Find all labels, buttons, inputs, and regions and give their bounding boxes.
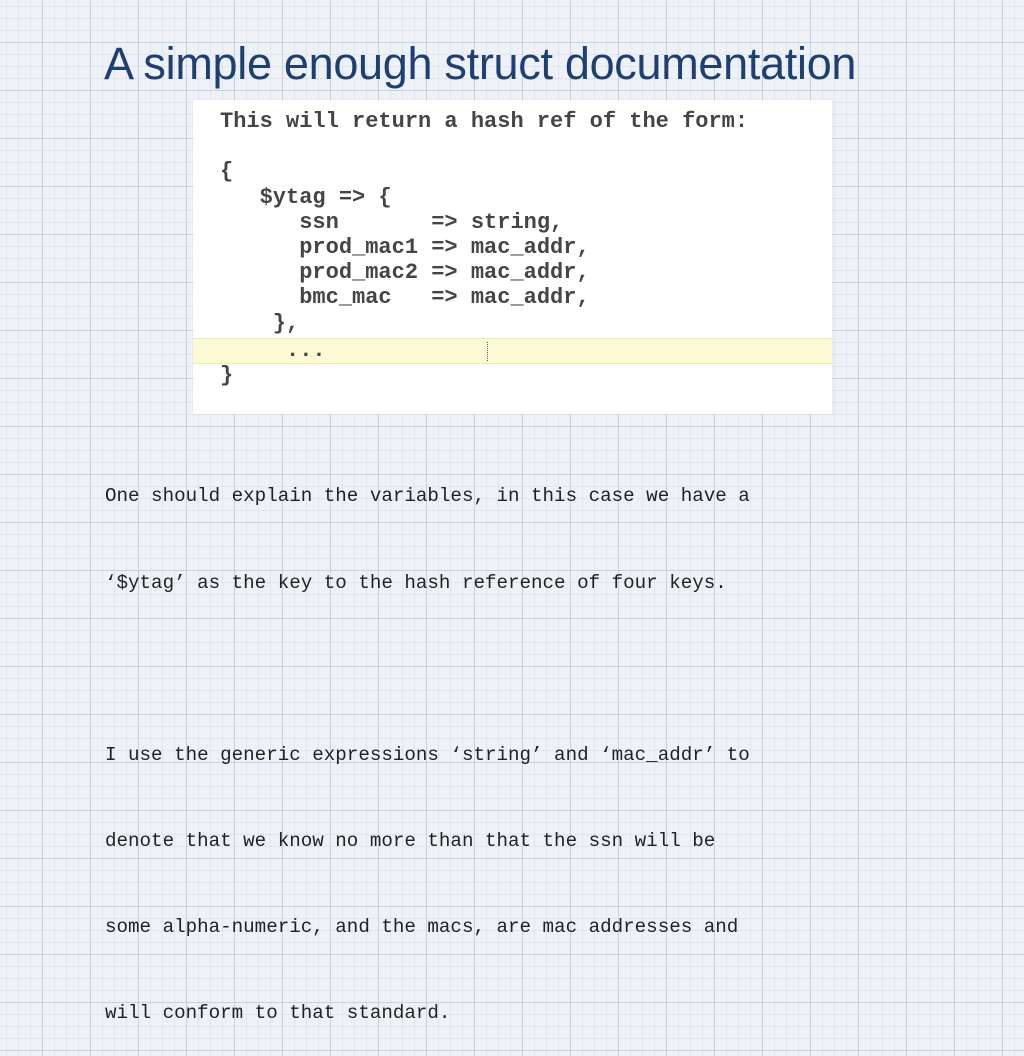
code-line-text: ssn => string, <box>220 210 564 235</box>
code-line-text: prod_mac2 => mac_addr, <box>220 260 590 285</box>
code-line-text: { <box>220 159 234 184</box>
code-line <box>193 135 832 161</box>
code-line-text: bmc_mac => mac_addr, <box>220 285 590 310</box>
body-line: I use the generic expressions ‘string’ a… <box>105 743 750 766</box>
code-line: bmc_mac => mac_addr, <box>193 285 832 311</box>
code-line: { <box>193 159 832 185</box>
code-line-text: ... <box>220 338 326 363</box>
code-line: } <box>193 363 832 389</box>
body-line: some alpha-numeric, and the macs, are ma… <box>105 915 739 938</box>
body-blank-line <box>105 655 925 684</box>
code-line-text: $ytag => { <box>220 185 392 210</box>
code-line-text: }, <box>220 311 300 336</box>
body-line: One should explain the variables, in thi… <box>105 485 750 508</box>
code-screenshot: This will return a hash ref of the form:… <box>193 100 832 414</box>
code-line-highlighted: ... <box>193 338 832 364</box>
code-line-text: prod_mac1 => mac_addr, <box>220 235 590 260</box>
code-line-text: } <box>220 363 234 388</box>
code-line-text: This will return a hash ref of the form: <box>220 109 749 134</box>
slide-title: A simple enough struct documentation <box>104 38 857 89</box>
slide-body-text: One should explain the variables, in thi… <box>105 425 925 1056</box>
body-line: ‘$ytag’ as the key to the hash reference… <box>105 571 727 594</box>
code-line: This will return a hash ref of the form: <box>193 109 832 135</box>
body-line: will conform to that standard. <box>105 1001 451 1024</box>
code-line: }, <box>193 311 832 337</box>
text-cursor <box>487 342 488 361</box>
body-line: denote that we know no more than that th… <box>105 829 716 852</box>
code-line: prod_mac2 => mac_addr, <box>193 260 832 286</box>
code-line: $ytag => { <box>193 185 832 211</box>
code-line: prod_mac1 => mac_addr, <box>193 235 832 261</box>
code-line: ssn => string, <box>193 210 832 236</box>
